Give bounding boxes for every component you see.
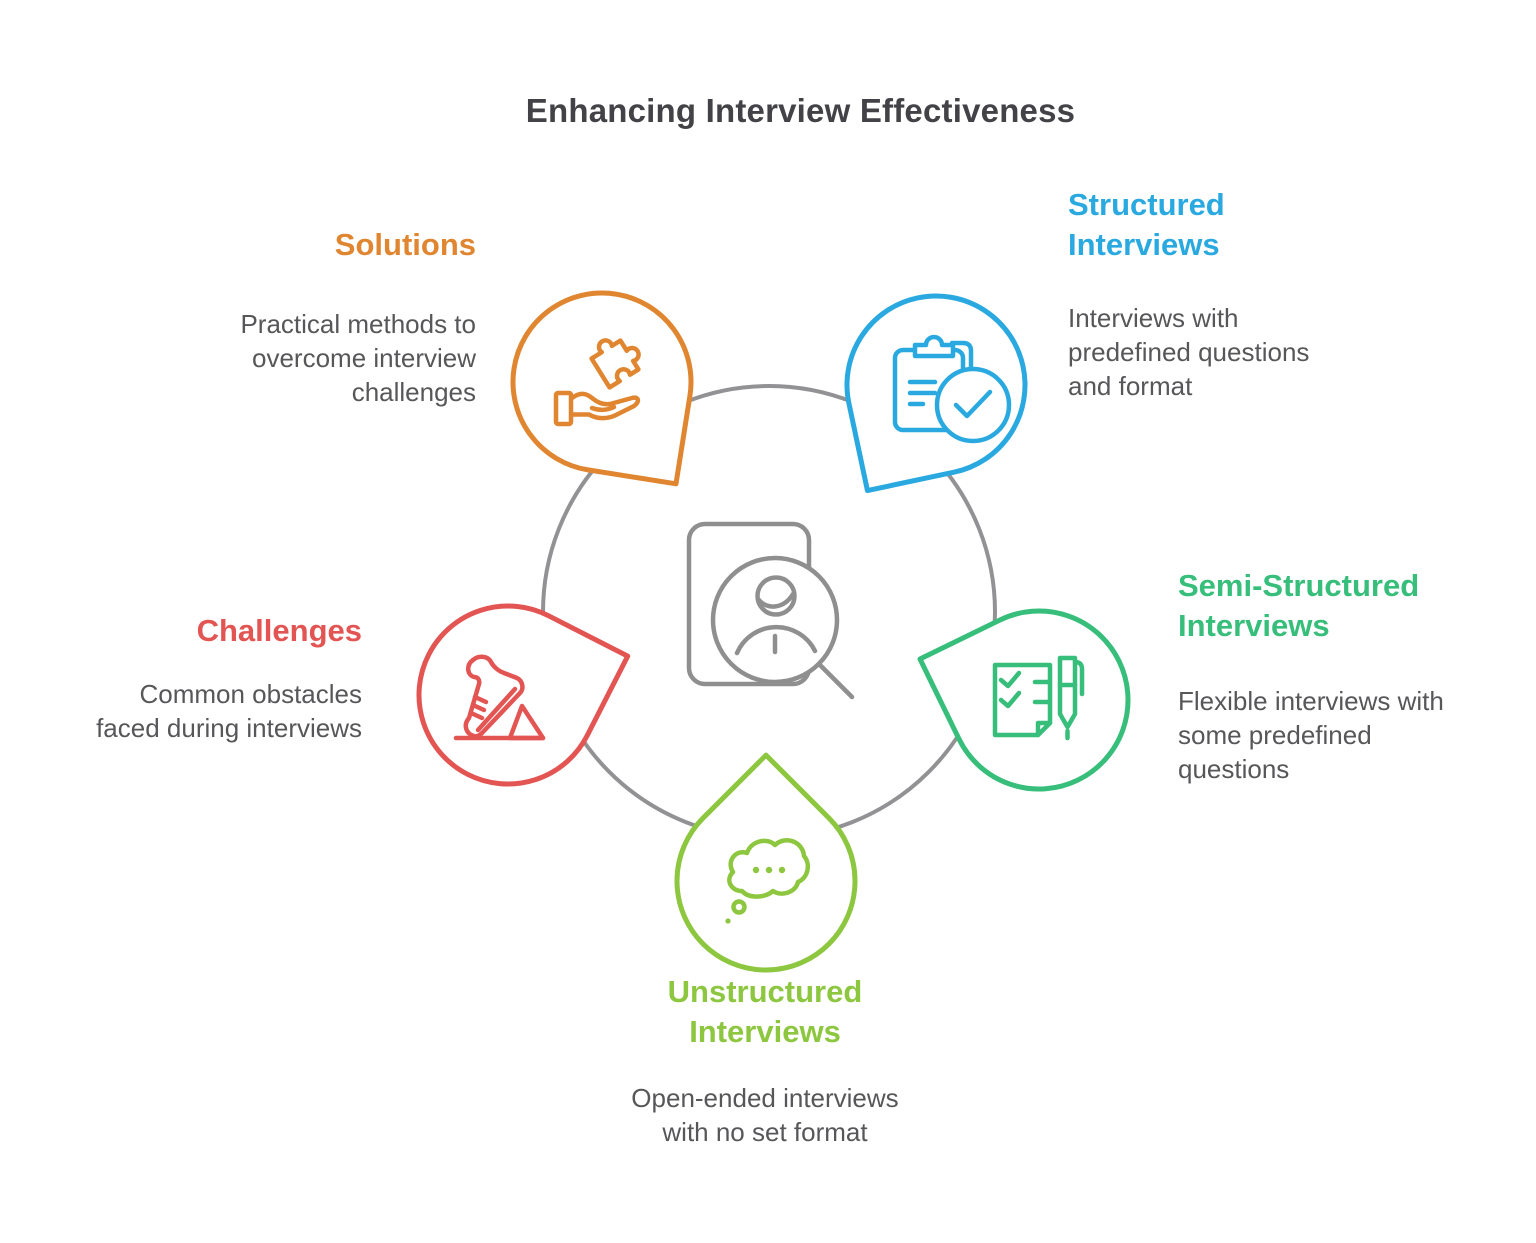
node-solutions <box>472 252 732 512</box>
heading-solutions: Solutions <box>334 227 476 262</box>
heading-structured-interviews: Structured Interviews <box>1068 187 1225 262</box>
description-structured-interviews: Interviews with predefined questions and… <box>1068 303 1310 401</box>
node-semi-structured-interviews <box>909 570 1169 830</box>
node-unstructured-interviews <box>636 751 896 1011</box>
node-structured-interviews <box>806 255 1066 515</box>
teardrop-shape <box>844 293 1028 494</box>
shoe-obstacle-icon <box>453 654 546 741</box>
person-magnifier-icon <box>686 521 855 700</box>
heading-unstructured-interviews: Unstructured Interviews <box>667 974 863 1049</box>
heading-challenges: Challenges <box>196 613 362 648</box>
hand-puzzle-icon <box>553 338 641 427</box>
thought-bubble-icon <box>725 838 811 924</box>
description-semi-structured-interviews: Flexible interviews with some predefined… <box>1178 686 1444 784</box>
description-challenges: Common obstacles faced during interviews <box>96 679 362 743</box>
teardrop-shape <box>510 290 694 487</box>
description-solutions: Practical methods to overcome interview … <box>240 309 476 407</box>
center-graphic <box>679 521 859 707</box>
checklist-pen-icon <box>992 655 1085 741</box>
description-unstructured-interviews: Open-ended interviews with no set format <box>631 1083 899 1147</box>
heading-semi-structured-interviews: Semi-Structured Interviews <box>1178 568 1420 643</box>
page-title: Enhancing Interview Effectiveness <box>525 92 1076 129</box>
teardrop-shape <box>917 608 1131 792</box>
clipboard-check-icon <box>892 334 1012 444</box>
node-challenges <box>378 565 638 825</box>
teardrop-shape <box>674 752 858 973</box>
